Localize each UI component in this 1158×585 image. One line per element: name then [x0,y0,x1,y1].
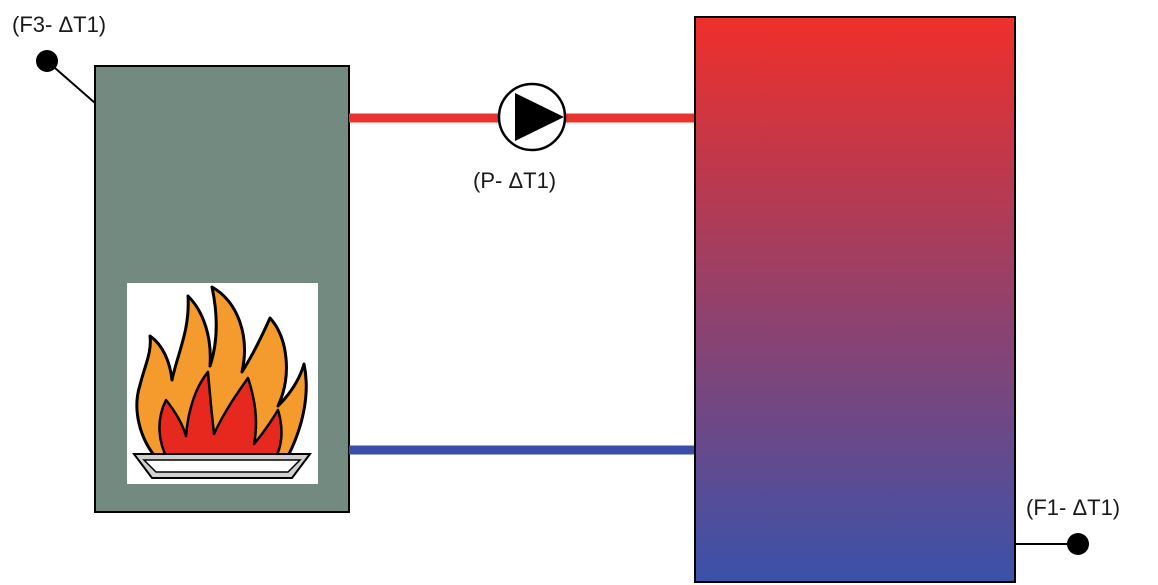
grate-inner [142,459,302,473]
sensor-f3-dot-icon[interactable] [36,50,58,72]
sensor-f1-label: (F1- ΔT1) [1026,495,1120,520]
sensor-f3-label: (F3- ΔT1) [12,12,106,37]
pump-label: (P- ΔT1) [473,168,556,193]
flame-icon [135,285,308,462]
storage-tank[interactable] [694,16,1016,583]
firebox [127,283,318,484]
pump-icon[interactable] [497,82,567,152]
sensor-f1-dot-icon[interactable] [1067,533,1089,555]
